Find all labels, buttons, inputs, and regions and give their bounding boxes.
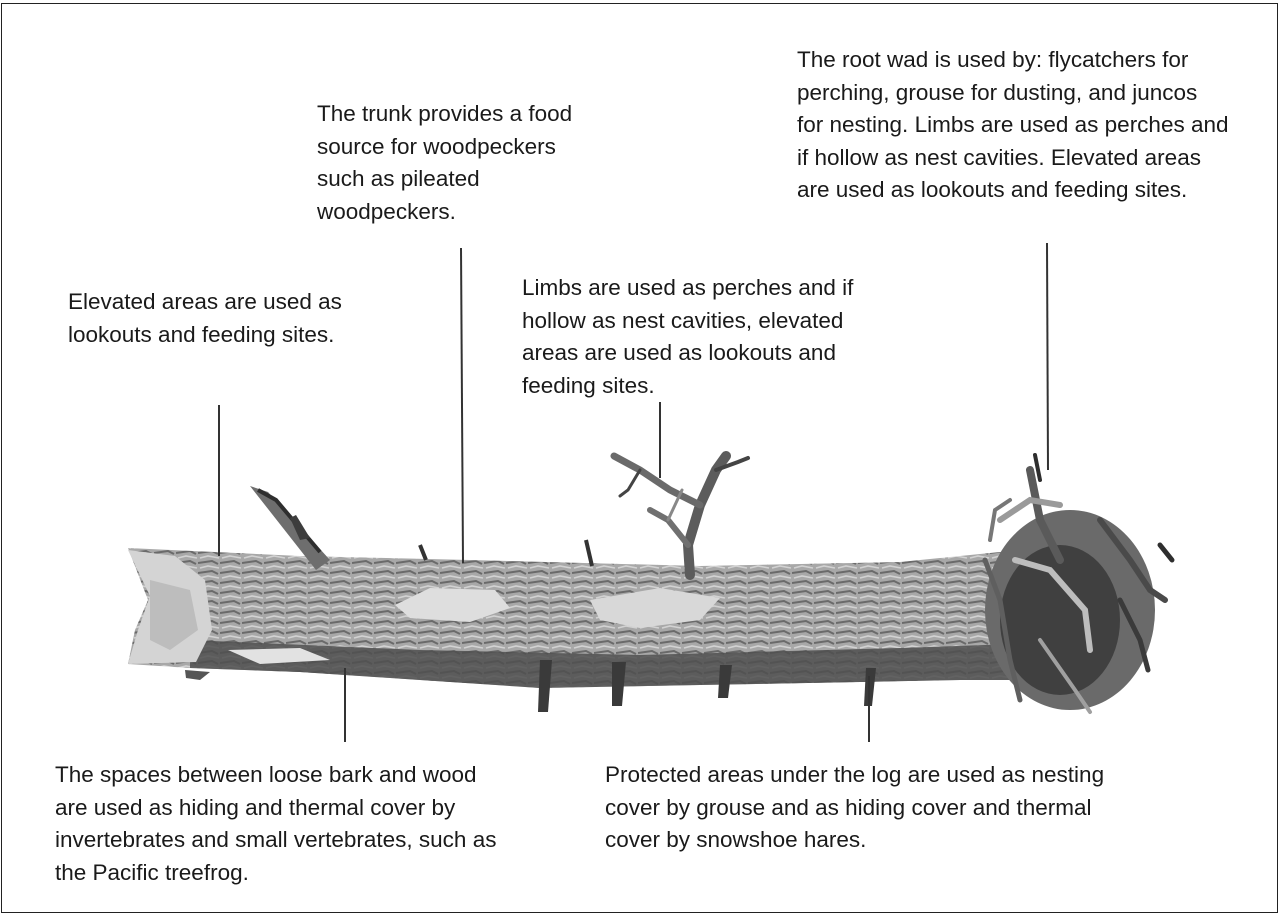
annotation-line: hollow as nest cavities, elevated — [522, 305, 853, 338]
branch-stub — [420, 545, 426, 560]
annotation-line: perching, grouse for dusting, and juncos — [797, 77, 1229, 110]
annotation-root-wad: The root wad is used by: flycatchers for… — [797, 44, 1229, 207]
annotation-line: The root wad is used by: flycatchers for — [797, 44, 1229, 77]
leader-line-root-wad — [1047, 243, 1048, 470]
annotation-limbs: Limbs are used as perches and if hollow … — [522, 272, 853, 402]
middle-limb — [614, 456, 748, 575]
annotation-line: Protected areas under the log are used a… — [605, 759, 1104, 792]
annotation-line: cover by grouse and as hiding cover and … — [605, 792, 1104, 825]
annotation-line: if hollow as nest cavities. Elevated are… — [797, 142, 1229, 175]
annotation-line: The trunk provides a food — [317, 98, 572, 131]
annotation-trunk: The trunk provides a food source for woo… — [317, 98, 572, 228]
annotation-line: are used as lookouts and feeding sites. — [797, 174, 1229, 207]
annotation-line: are used as hiding and thermal cover by — [55, 792, 496, 825]
annotation-line: invertebrates and small vertebrates, suc… — [55, 824, 496, 857]
annotation-line: Limbs are used as perches and if — [522, 272, 853, 305]
annotation-line: source for woodpeckers — [317, 131, 572, 164]
annotation-line: for nesting. Limbs are used as perches a… — [797, 109, 1229, 142]
annotation-line: The spaces between loose bark and wood — [55, 759, 496, 792]
branch-stub — [586, 540, 592, 566]
annotation-line: cover by snowshoe hares. — [605, 824, 1104, 857]
root-wad — [985, 455, 1172, 712]
annotation-line: the Pacific treefrog. — [55, 857, 496, 890]
annotation-under-log: Protected areas under the log are used a… — [605, 759, 1104, 857]
annotation-elevated-areas: Elevated areas are used as lookouts and … — [68, 286, 342, 351]
annotation-line: such as pileated — [317, 163, 572, 196]
annotation-line: Elevated areas are used as — [68, 286, 342, 319]
annotation-line: feeding sites. — [522, 370, 853, 403]
annotation-line: lookouts and feeding sites. — [68, 319, 342, 352]
leader-line-trunk — [461, 248, 463, 563]
annotation-loose-bark: The spaces between loose bark and wood a… — [55, 759, 496, 889]
annotation-line: areas are used as lookouts and — [522, 337, 853, 370]
annotation-line: woodpeckers. — [317, 196, 572, 229]
